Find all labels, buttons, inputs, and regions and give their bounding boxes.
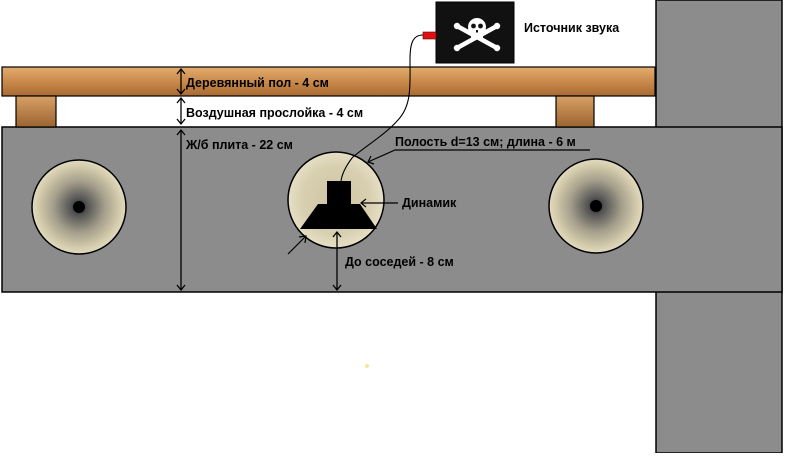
stray-dot	[365, 364, 369, 368]
dimension-lines	[176, 67, 342, 292]
label-air-gap: Воздушная прослойка - 4 см	[186, 106, 363, 120]
leader-lines	[287, 149, 590, 255]
red-plug	[422, 31, 437, 40]
speaker-wire	[340, 34, 424, 182]
label-cavity: Полость d=13 см; длина - 6 м	[395, 135, 576, 149]
label-slab: Ж/б плита - 22 см	[185, 138, 293, 152]
label-neighbors: До соседей - 8 см	[345, 255, 454, 269]
skull-crossbones-icon	[435, 1, 515, 64]
joist-right	[555, 95, 595, 128]
label-floor: Деревянный пол - 4 см	[186, 76, 329, 90]
joist-left	[15, 95, 57, 128]
speaker-icon	[300, 181, 377, 229]
wooden-floor	[1, 66, 656, 97]
label-speaker: Динамик	[402, 196, 457, 210]
concrete-slab	[1, 126, 783, 293]
cavity-right-center	[590, 200, 602, 212]
label-source: Источник звука	[524, 21, 620, 35]
cavity-left-center	[73, 201, 85, 213]
